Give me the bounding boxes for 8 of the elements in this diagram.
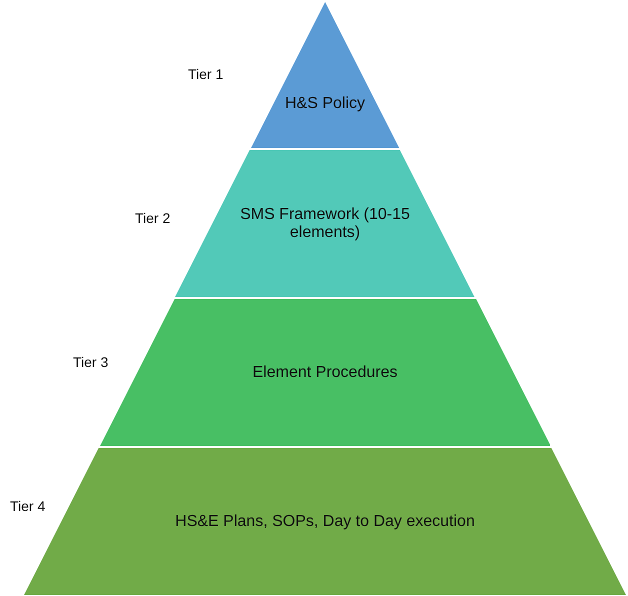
tier-label: Tier 3 — [73, 354, 108, 370]
tier-label: Tier 2 — [135, 210, 170, 226]
tier-title: Element Procedures — [252, 364, 398, 382]
tier-label: Tier 4 — [10, 498, 46, 514]
tier-title: SMS Framework (10-15 elements) — [239, 206, 411, 242]
tier-title: H&S Policy — [284, 95, 366, 114]
tier-label: Tier 1 — [188, 66, 224, 82]
tier-title: HS&E Plans, SOPs, Day to Day execution — [174, 512, 476, 530]
